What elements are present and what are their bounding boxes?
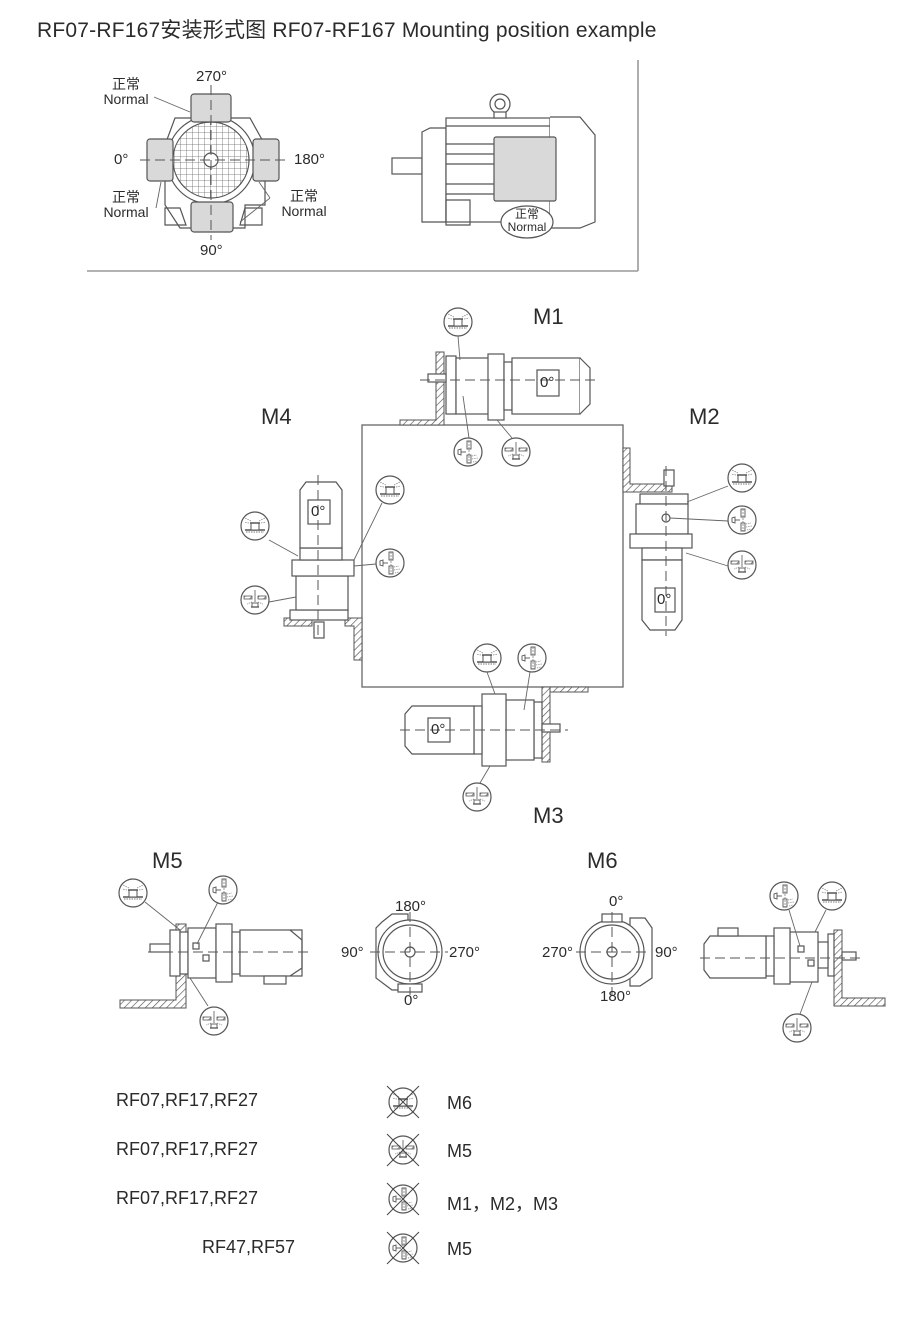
m5-label: M5 (152, 848, 183, 873)
normal-ellipse (500, 205, 554, 239)
m1-terminal-box (536, 369, 560, 397)
m4-label: M4 (261, 404, 292, 429)
m6-angle-top: 0° (609, 893, 624, 910)
normal-label-en: Normal (103, 204, 149, 220)
level-plug-icon (769, 881, 799, 911)
restriction-models: RF07,RF17,RF27 (116, 1139, 259, 1159)
restriction-positions: M5 (447, 1141, 473, 1161)
drain-plug-icon (462, 782, 492, 812)
normal-label-top: 正常 Normal (98, 77, 154, 107)
m3-label: M3 (533, 803, 564, 828)
m5-angle-bottom: 0° (404, 992, 419, 1009)
breather-icon (727, 463, 757, 493)
m2-gearmotor (622, 447, 757, 636)
normal-label-en: Normal (103, 91, 149, 107)
restriction-positions: M1，M2，M3 (447, 1194, 559, 1214)
m5-angle-right: 270° (449, 944, 481, 961)
m5-angle-top: 180° (395, 898, 427, 915)
m2-label: M2 (689, 404, 720, 429)
m4-box-angle: 0° (311, 503, 326, 520)
m6-angle-left: 270° (542, 944, 574, 961)
angle-180: 180° (294, 151, 326, 168)
breather-icon (240, 511, 270, 541)
top-frame (87, 60, 639, 272)
m3-box-angle: 0° (431, 721, 446, 738)
restriction-models: RF47,RF57 (202, 1237, 296, 1257)
angle-0: 0° (114, 151, 129, 168)
level-plug-icon (375, 548, 405, 578)
normal-label-left: 正常 Normal (98, 190, 154, 220)
motor-end-view (140, 85, 288, 240)
drain-plug-icon (240, 585, 270, 615)
normal-label-cn: 正常 (514, 207, 539, 221)
drain-plug-icon (727, 550, 757, 580)
page-title: RF07-RF167安装形式图 RF07-RF167 Mounting posi… (37, 19, 657, 42)
m5-end-view (370, 912, 448, 995)
restriction-symbols (386, 1085, 420, 1265)
drain-plug-icon (199, 1006, 229, 1036)
m6-angle-right: 90° (655, 944, 678, 961)
angle-270: 270° (196, 68, 228, 85)
normal-label-cn: 正常 (112, 76, 140, 92)
m6-angle-bottom: 180° (600, 988, 632, 1005)
breather-icon (118, 878, 148, 908)
m1-label: M1 (533, 304, 564, 329)
level-plug-icon (208, 875, 238, 905)
normal-label-right: 正常 Normal (276, 189, 332, 219)
normal-label-side: 正常 Normal (500, 208, 554, 234)
m6-gearmotor (700, 881, 886, 1043)
breather-icon (375, 475, 405, 505)
m1-box-angle: 0° (540, 374, 555, 391)
motor-side-view (391, 93, 596, 239)
m5-gearmotor (118, 875, 308, 1036)
m4-gearmotor (240, 475, 405, 661)
restriction-positions: M5 (447, 1239, 473, 1259)
restriction-positions: M6 (447, 1093, 473, 1113)
normal-label-cn: 正常 (112, 189, 140, 205)
breather-icon (817, 881, 847, 911)
breather-icon (472, 643, 502, 673)
restriction-models: RF07,RF17,RF27 (116, 1090, 259, 1110)
m4-terminal-box (307, 499, 331, 525)
restriction-models: RF07,RF17,RF27 (116, 1188, 259, 1208)
angle-90: 90° (200, 242, 223, 259)
m2-box-angle: 0° (657, 591, 672, 608)
m6-label: M6 (587, 848, 618, 873)
m1-gearmotor (399, 307, 600, 467)
normal-label-en: Normal (507, 220, 547, 234)
normal-label-en: Normal (281, 203, 327, 219)
terminal-box-90 (190, 201, 234, 233)
breather-icon (443, 307, 473, 337)
level-plug-icon (453, 437, 483, 467)
drain-plug-icon (501, 437, 531, 467)
level-plug-icon (727, 505, 757, 535)
level-plug-icon (517, 643, 547, 673)
m6-end-view (576, 912, 653, 995)
m2-terminal-box (654, 587, 676, 613)
m3-gearmotor (400, 643, 589, 812)
normal-label-cn: 正常 (290, 188, 318, 204)
m5-angle-left: 90° (341, 944, 364, 961)
drain-plug-icon (782, 1013, 812, 1043)
